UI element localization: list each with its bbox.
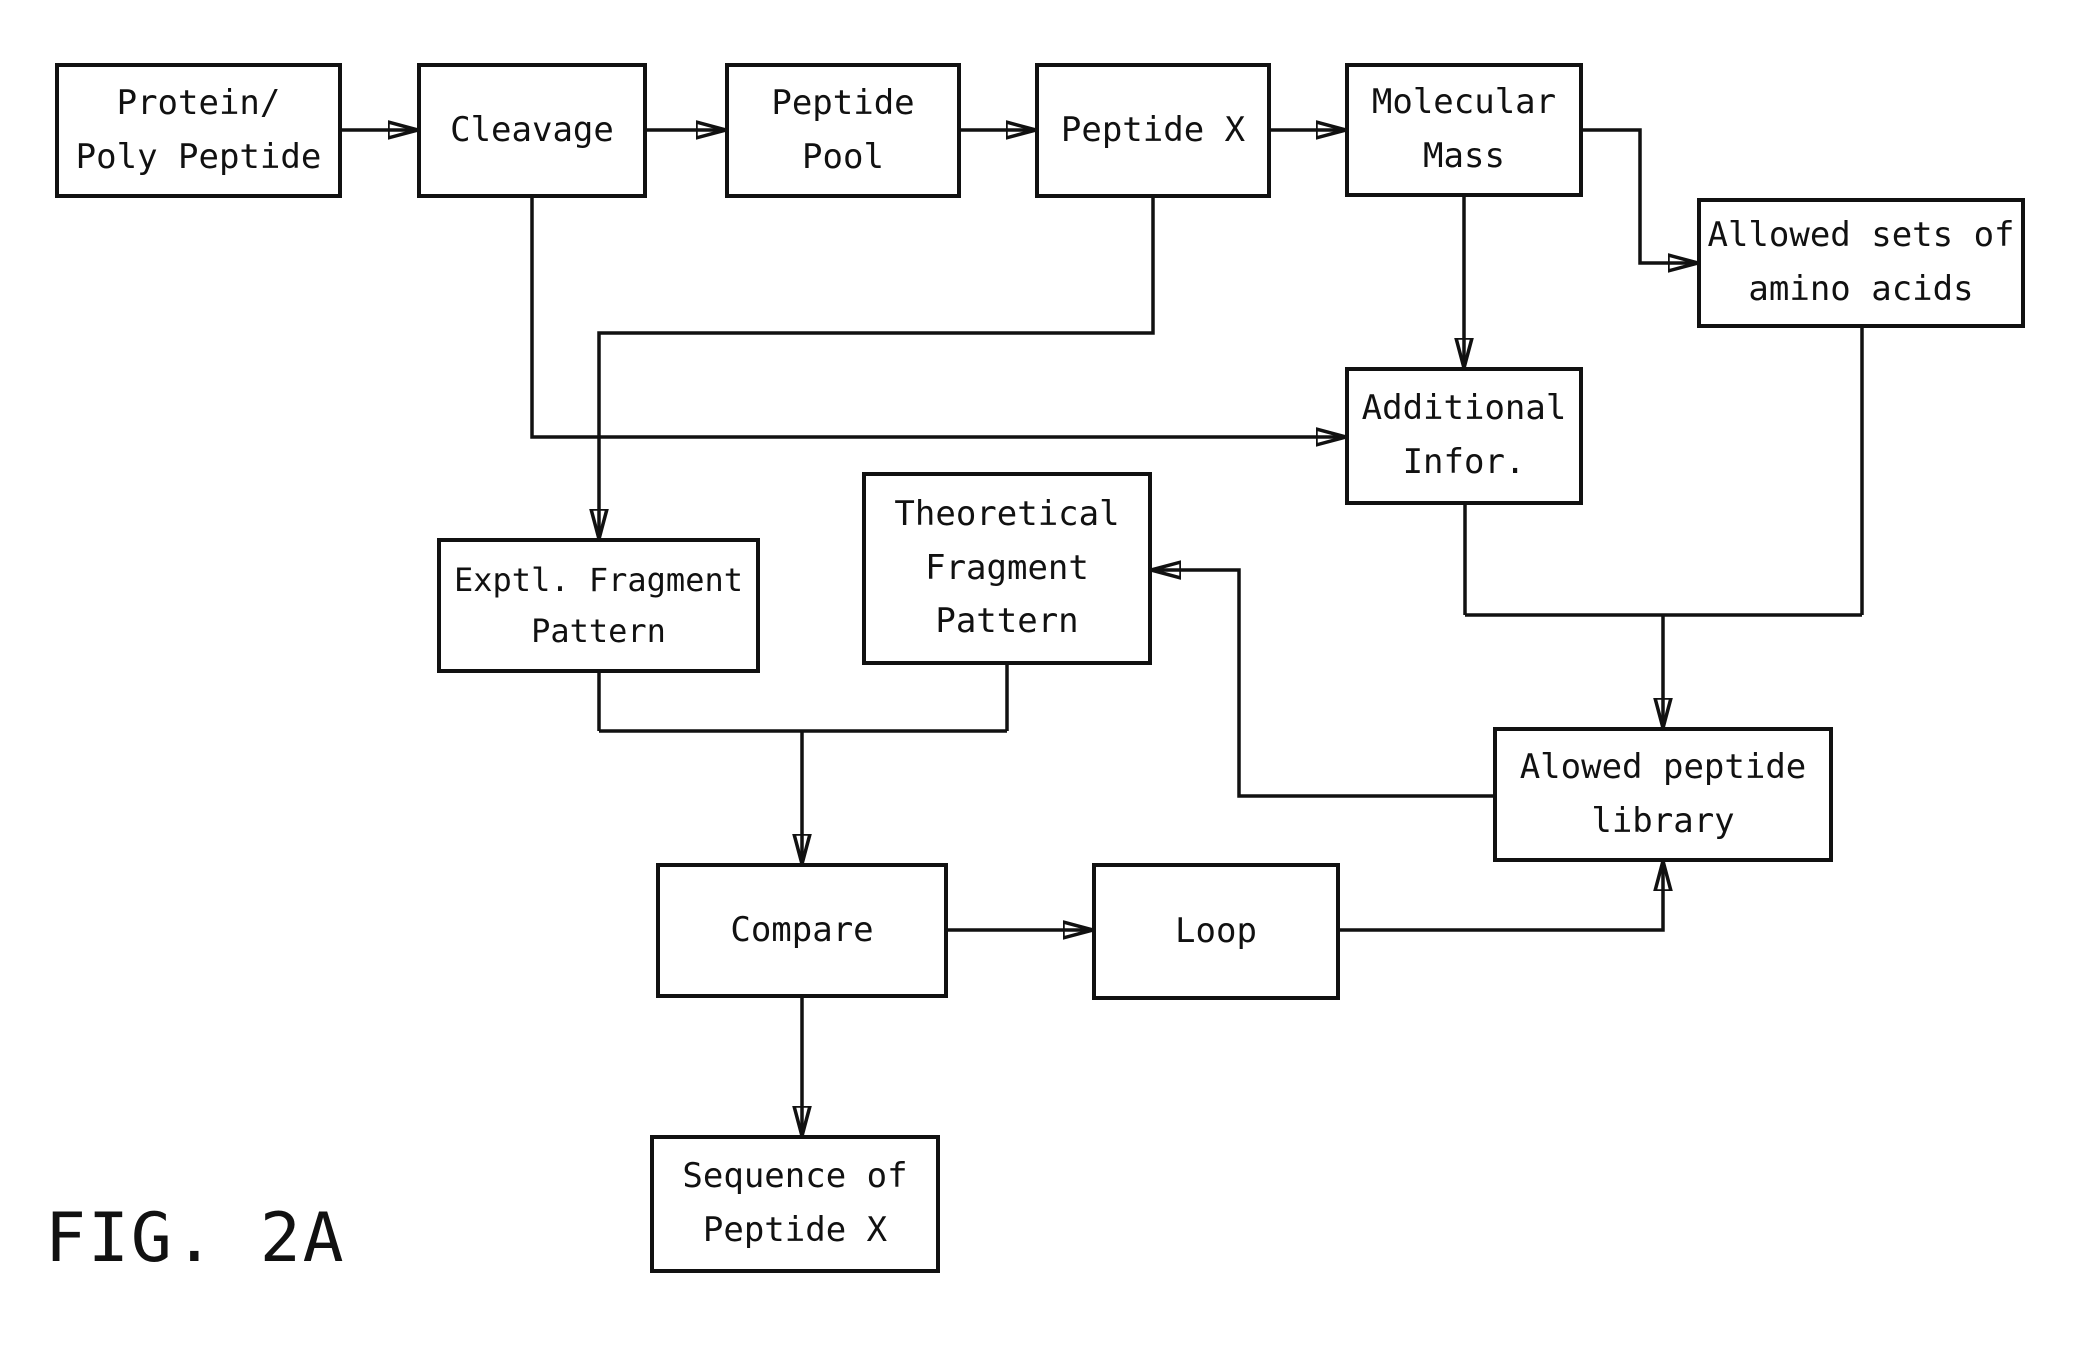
box-peptide-pool: Peptide Pool: [725, 63, 961, 198]
edge-peptide-x-to-exptl-fragment: [599, 198, 1155, 538]
box-alowed-library-line2: library: [1591, 800, 1735, 841]
box-theoretical-line1: Theoretical: [894, 493, 1120, 534]
box-exptl-fragment-pattern: Exptl. Fragment Pattern: [437, 538, 760, 673]
box-peptide-pool-line1: Peptide: [771, 82, 915, 123]
box-protein-line2: Poly Peptide: [75, 136, 322, 177]
box-peptide-x: Peptide X: [1035, 63, 1271, 198]
edge-molecular-mass-to-allowed-sets: [1583, 128, 1697, 263]
box-protein-poly-peptide: Protein/ Poly Peptide: [55, 63, 342, 198]
box-molecular-mass-line2: Mass: [1423, 136, 1505, 176]
box-peptide-pool-line2: Pool: [802, 136, 884, 177]
box-cleavage-line1: Cleavage: [450, 109, 614, 150]
box-allowed-sets-of-amino-acids: Allowed sets of amino acids: [1697, 198, 2025, 328]
box-additional-infor: Additional Infor.: [1345, 367, 1583, 505]
box-loop: Loop: [1092, 863, 1340, 1000]
box-alowed-peptide-library: Alowed peptide library: [1493, 727, 1833, 862]
box-protein-line1: Protein/: [116, 82, 281, 123]
box-additional-infor-line1: Additional: [1361, 388, 1567, 429]
box-allowed-sets-line1: Allowed sets of: [1707, 215, 2015, 256]
edge-loop-to-alowed-library: [1340, 862, 1663, 932]
box-peptide-x-line1: Peptide X: [1060, 109, 1246, 150]
box-alowed-library-line1: Alowed peptide: [1519, 746, 1807, 787]
edge-alowed-library-to-theoretical: [1152, 570, 1493, 798]
edge-cleavage-to-additional-infor: [530, 198, 1345, 437]
box-theoretical-line3: Pattern: [935, 601, 1079, 642]
figure-label: FIG. 2A: [45, 1199, 346, 1278]
box-molecular-mass-line1: Molecular: [1371, 82, 1557, 123]
box-loop-line1: Loop: [1175, 910, 1257, 951]
box-allowed-sets-line2: amino acids: [1748, 269, 1974, 309]
box-exptl-line1: Exptl. Fragment: [454, 560, 743, 599]
box-compare-line1: Compare: [730, 909, 874, 950]
box-sequence-line1: Sequence of: [682, 1156, 908, 1197]
box-exptl-line2: Pattern: [531, 611, 666, 650]
box-additional-infor-line2: Infor.: [1402, 442, 1526, 482]
box-molecular-mass: Molecular Mass: [1345, 63, 1583, 197]
box-theoretical-fragment-pattern: Theoretical Fragment Pattern: [862, 472, 1152, 665]
box-theoretical-line2: Fragment: [925, 547, 1089, 588]
box-cleavage: Cleavage: [417, 63, 647, 198]
box-compare: Compare: [656, 863, 948, 998]
box-sequence-of-peptide-x: Sequence of Peptide X: [650, 1135, 940, 1273]
box-sequence-line2: Peptide X: [702, 1210, 888, 1250]
